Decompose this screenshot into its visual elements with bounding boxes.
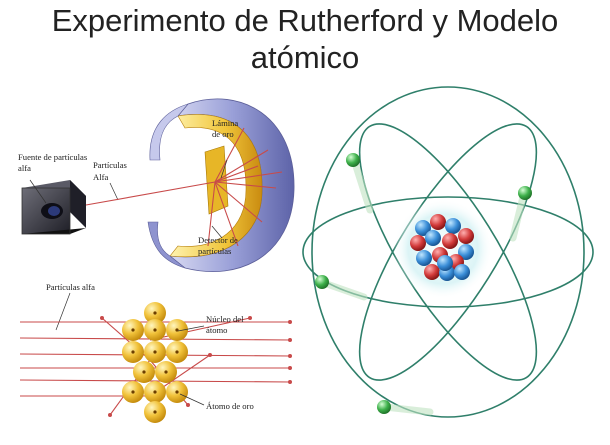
nucleus <box>410 214 474 281</box>
source-label-2: alfa <box>18 163 31 173</box>
gold-atom-pointer <box>179 393 205 406</box>
title-line-2: atómico <box>250 40 360 75</box>
detector-label-1: Detector de <box>198 235 238 245</box>
beam-label-2: Alfa <box>93 172 108 182</box>
electron <box>346 153 360 167</box>
alpha-source-box <box>21 180 86 235</box>
title-line-1: Experimento de Rutherford y Modelo <box>51 3 559 38</box>
source-label-1: Fuente de partículas <box>18 152 88 162</box>
atom-model <box>302 86 594 418</box>
electron <box>315 275 329 289</box>
foil-label-2: de oro <box>212 129 234 139</box>
gold-atom-label: Átomo de oro <box>206 401 254 411</box>
electron <box>518 186 532 200</box>
alpha-pointer <box>55 292 71 331</box>
beam-label-1: Partículas <box>93 160 128 170</box>
detector-pointer <box>211 225 223 239</box>
electron <box>377 400 391 414</box>
alpha-beams <box>85 127 283 247</box>
beam-pointer <box>109 182 119 201</box>
foil-pointer <box>220 159 228 179</box>
alpha-particles-label: Partículas alfa <box>46 282 95 292</box>
detector-ring <box>147 98 295 272</box>
detector-label-2: partículas <box>198 246 232 256</box>
source-pointer <box>29 179 47 204</box>
nucleus-label-2: átomo <box>206 325 227 335</box>
scatter-beam-tips <box>100 316 292 417</box>
gold-atom-lattice <box>122 302 188 423</box>
electron-trails <box>320 159 527 416</box>
nucleus-pointer <box>177 325 205 332</box>
nucleus-label-1: Núcleo del <box>206 314 244 324</box>
page-title: Experimento de Rutherford y Modelo atómi… <box>0 2 610 76</box>
foil-label-1: Lámina <box>212 118 238 128</box>
